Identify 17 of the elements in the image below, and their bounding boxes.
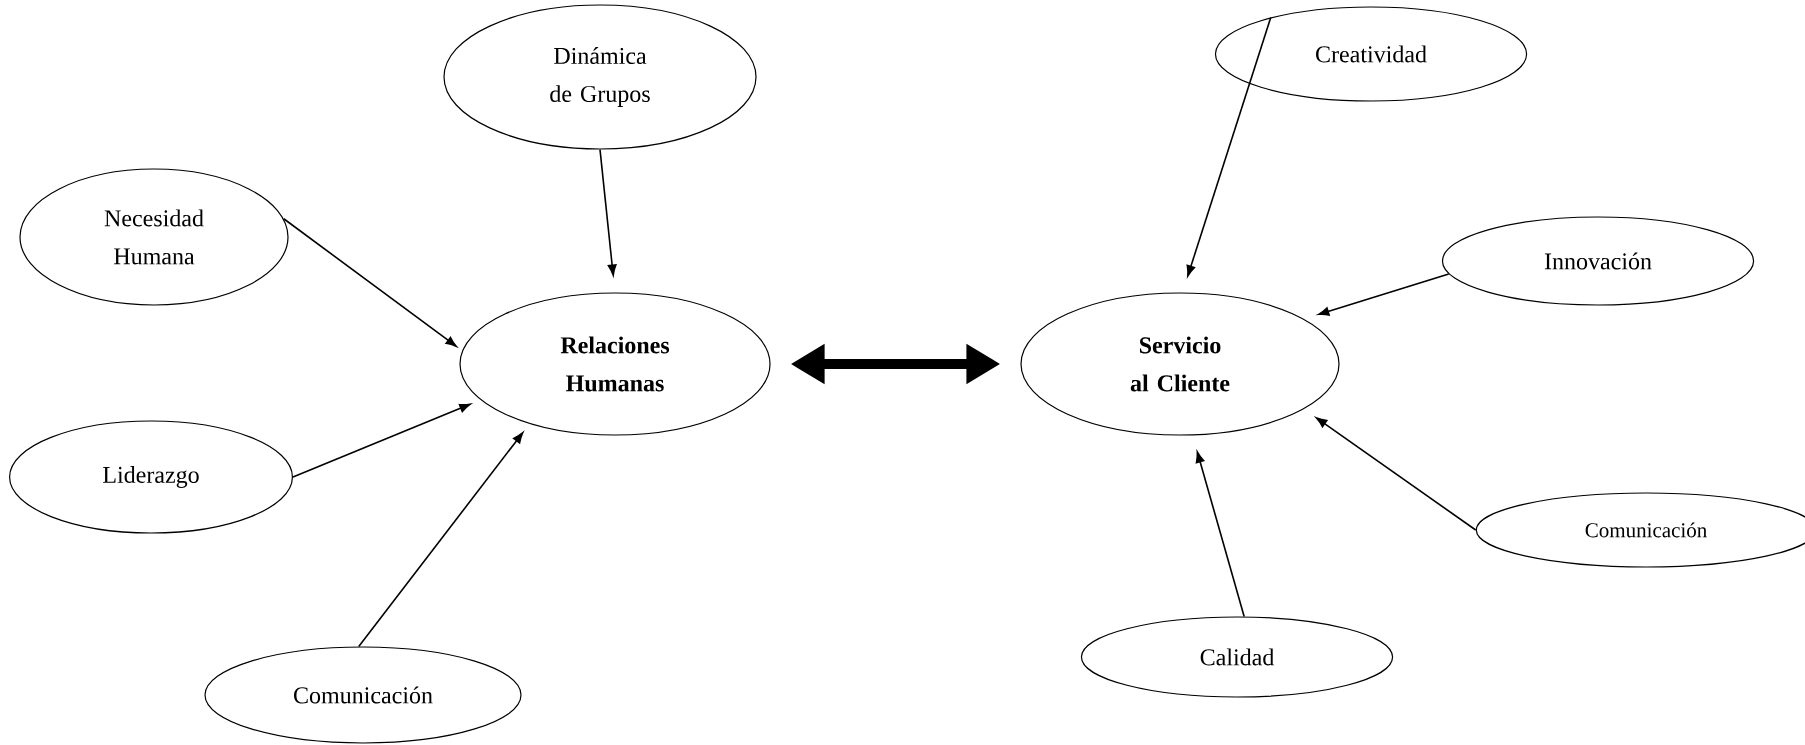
ellipse-node: Calidad <box>1080 616 1394 698</box>
ellipse-node: Innovación <box>1441 216 1755 306</box>
ellipse-node: Servicio al Cliente <box>1020 292 1340 436</box>
arrow <box>1195 451 1245 618</box>
ellipse-node: Necesidad Humana <box>19 168 289 306</box>
ellipse-node: Relaciones Humanas <box>459 292 771 436</box>
arrow <box>1186 16 1272 277</box>
arrow <box>292 403 471 478</box>
ellipse-node: Creatividad <box>1214 6 1528 102</box>
ellipse-node: Dinámica de Grupos <box>443 4 757 150</box>
arrow <box>599 148 617 276</box>
arrow <box>1315 417 1477 531</box>
arrow <box>357 432 524 648</box>
ellipse-node: Comunicación <box>204 646 522 744</box>
ellipse-node: Liderazgo <box>9 420 294 534</box>
arrow <box>1317 273 1450 316</box>
arrow <box>282 217 457 347</box>
